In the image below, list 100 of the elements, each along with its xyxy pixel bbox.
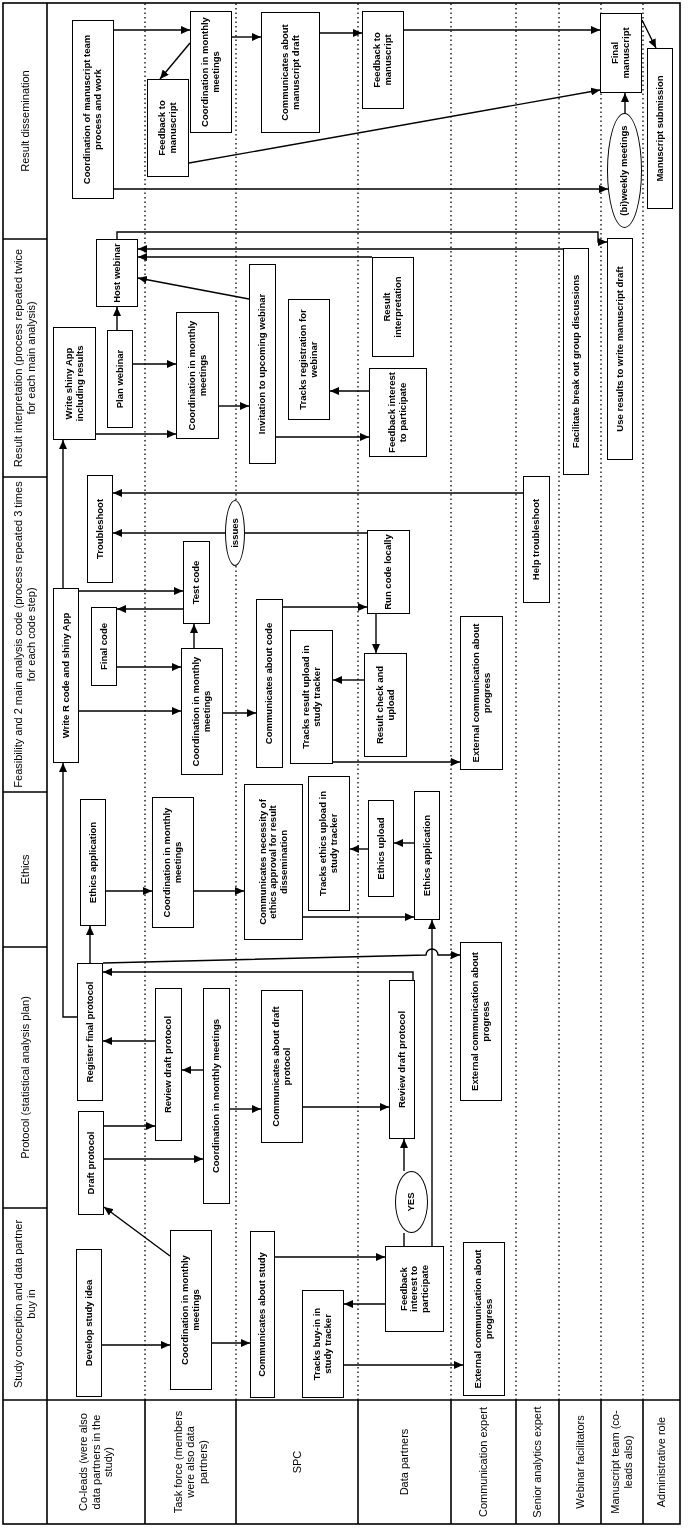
process-box: Result check and upload xyxy=(364,653,407,757)
process-box: Write R code and shiny App xyxy=(53,588,79,763)
arrow xyxy=(188,87,601,164)
arrow xyxy=(102,1037,156,1045)
arrow xyxy=(137,275,250,300)
arrow xyxy=(59,762,78,1018)
role-label: Administrative role xyxy=(654,1415,669,1510)
arrow xyxy=(372,613,380,654)
process-box: Troubleshoot xyxy=(87,475,113,583)
arrow xyxy=(211,1339,251,1347)
arrow xyxy=(103,1155,204,1163)
process-box: Manuscript submission xyxy=(647,48,673,209)
arrow xyxy=(112,489,524,497)
role-label: Manuscript team (co-leads also) xyxy=(608,1409,635,1516)
arrow xyxy=(190,623,198,649)
process-box: Register final protocol xyxy=(77,963,103,1101)
process-box: Ethics application xyxy=(80,799,106,926)
process-box: Feedback to manuscript xyxy=(362,11,404,109)
arrow xyxy=(102,948,461,964)
arrow xyxy=(116,231,608,246)
phase-label: Study conception and data partner buy in xyxy=(11,1218,38,1391)
process-box: Communicates about draft protocol xyxy=(261,990,303,1143)
process-box: Invitation to upcoming webinar xyxy=(249,264,276,464)
process-box: Host webinar xyxy=(96,239,138,307)
process-box: Coordination of manuscript team process and work xyxy=(72,20,114,199)
arrow xyxy=(403,26,601,34)
arrow xyxy=(95,430,177,438)
arrow xyxy=(113,185,609,193)
arrow xyxy=(181,1066,204,1074)
process-box: Communicates about manuscript draft xyxy=(261,12,320,133)
arrow xyxy=(137,253,373,261)
role-label: Data partners xyxy=(397,1427,412,1498)
phase-label: Ethics xyxy=(17,853,32,887)
process-box: Feedback interest to participate xyxy=(385,1246,444,1332)
role-label: Task force (members were also data partners) xyxy=(170,1409,210,1516)
process-box: Plan webinar xyxy=(107,330,133,428)
arrow xyxy=(282,603,368,611)
process-box: Final code xyxy=(91,607,117,686)
role-label: Co-leads (were also data partners in the study) xyxy=(76,1412,116,1513)
oval-marker: (bi)weekly meetings xyxy=(607,113,642,228)
process-box: Final manuscript xyxy=(600,13,642,93)
arrow xyxy=(159,42,191,80)
process-box: Facilitate break out group discussions xyxy=(563,248,589,475)
arrow xyxy=(621,92,629,114)
process-box: Run code locally xyxy=(367,530,410,614)
process-box: Help troubleshoot xyxy=(523,476,550,603)
process-box: External communication about progress xyxy=(463,1242,505,1396)
process-box: Review draft protocol xyxy=(389,980,415,1139)
arrow xyxy=(102,968,414,981)
arrow xyxy=(113,306,121,331)
process-box: Coordination in monthly meetings xyxy=(181,648,223,775)
arrow xyxy=(78,707,182,715)
arrow xyxy=(332,676,365,684)
role-label: Communication expert xyxy=(476,1405,491,1520)
process-box: Communicates about study xyxy=(250,1231,275,1398)
process-box: Write shiny App including results xyxy=(53,327,96,440)
arrow xyxy=(112,529,226,537)
role-label: SPC xyxy=(289,1449,304,1476)
arrow xyxy=(113,26,191,34)
phase-label: Result interpretation (process repeated twice for each main analysis) xyxy=(11,247,38,470)
oval-marker: issues xyxy=(225,500,245,566)
arrow xyxy=(218,402,250,410)
process-box: Ethics upload xyxy=(368,800,394,897)
arrow xyxy=(274,1253,386,1261)
arrow xyxy=(319,29,363,37)
role-label: Webinar facilitators xyxy=(572,1414,587,1511)
process-box: Review draft protocol xyxy=(155,988,182,1141)
arrow xyxy=(59,439,67,589)
arrow xyxy=(302,1103,390,1111)
arrow xyxy=(641,19,657,49)
arrow xyxy=(329,387,370,395)
process-box: Develop study idea xyxy=(76,1249,102,1397)
arrow xyxy=(400,1138,408,1172)
process-box: Use results to write manuscript draft xyxy=(607,238,633,460)
process-box: Coordination in monthly meetings xyxy=(176,312,219,439)
arrow xyxy=(101,1341,171,1349)
process-box: External communication about progress xyxy=(460,616,503,770)
process-box: Feedback to manuscript xyxy=(147,79,189,177)
arrow xyxy=(137,245,564,253)
process-box: Coordination in monthly meetings xyxy=(203,988,230,1204)
process-box: Tracks registration for webinar xyxy=(288,299,330,420)
process-box: Draft protocol xyxy=(78,1111,104,1215)
phase-label: Result dissemination xyxy=(17,69,32,174)
arrow xyxy=(78,587,184,595)
arrow xyxy=(231,33,262,41)
oval-marker: YES xyxy=(395,1171,428,1233)
arrow xyxy=(132,360,177,368)
arrow xyxy=(302,913,415,921)
process-box: Tracks result upload in study tracker xyxy=(290,630,333,764)
process-box: Tracks buy-in in study tracker xyxy=(302,1290,344,1398)
arrow xyxy=(103,1206,171,1257)
arrow xyxy=(275,433,370,441)
phase-label: Protocol (statistical analysis plan) xyxy=(17,995,32,1161)
arrow xyxy=(222,709,257,717)
process-box: Coordination in monthly meetings xyxy=(152,797,194,928)
arrow xyxy=(116,605,184,613)
process-box: External communication about progress xyxy=(460,942,502,1101)
arrow xyxy=(116,663,182,671)
arrow xyxy=(349,845,369,853)
process-box: Ethics application xyxy=(414,791,440,920)
